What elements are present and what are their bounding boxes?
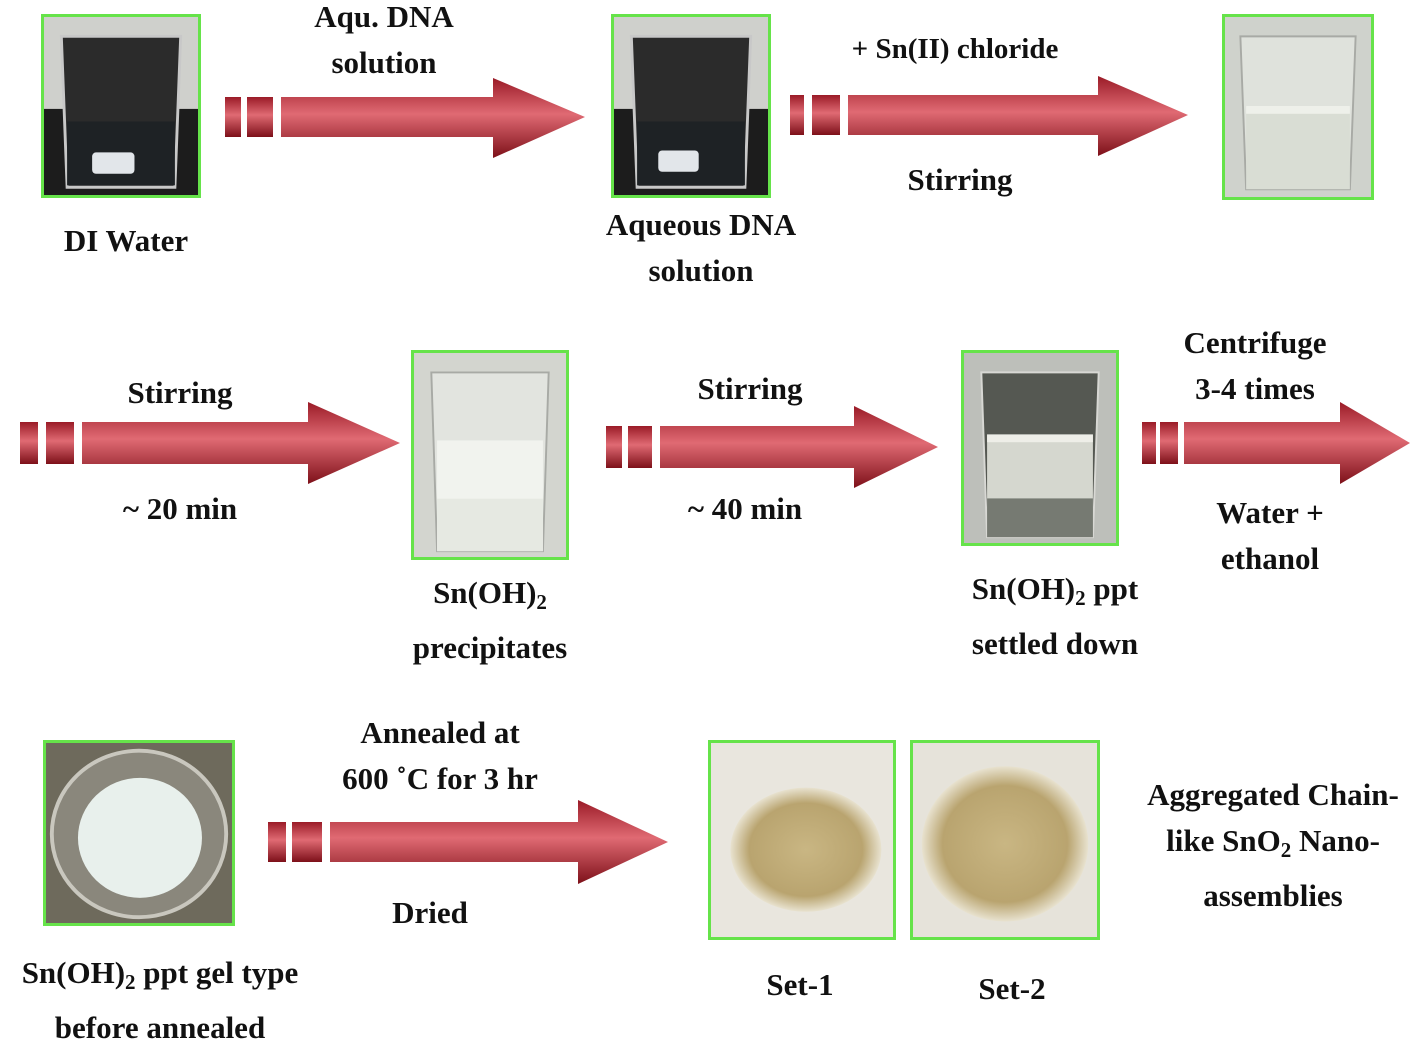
precipitates-label: Sn(OH)2 precipitates [412, 575, 568, 665]
set1-label: Set-1 [766, 967, 834, 1002]
arrow4-top-label: Stirring [697, 371, 803, 406]
process-arrow-6 [268, 800, 668, 884]
di-water-beaker-photo [41, 14, 201, 198]
gel-petri-dish-photo [43, 740, 235, 926]
arrow2-bottom-label: Stirring [907, 162, 1013, 197]
settled-down-label: Sn(OH)2 ppt settled down [971, 571, 1139, 661]
process-arrow-1 [225, 78, 585, 158]
precipitates-beaker-photo [411, 350, 569, 560]
aqueous-dna-beaker-photo [611, 14, 771, 198]
arrow5-bottom-label: Water +ethanol [1216, 495, 1324, 576]
arrow3-bottom-label: ~ 20 min [122, 491, 238, 526]
process-arrow-2 [790, 76, 1188, 156]
process-arrow-4 [606, 406, 938, 488]
arrow4-bottom-label: ~ 40 min [687, 491, 803, 526]
set2-powder-photo [910, 740, 1100, 940]
process-arrow-5 [1142, 402, 1410, 484]
di-water-label: DI Water [63, 223, 189, 258]
set1-powder-photo [708, 740, 896, 940]
arrow6-bottom-label: Dried [392, 895, 468, 930]
result-label: Aggregated Chain- like SnO2 Nano- assemb… [1147, 777, 1399, 913]
arrow2-top-label: + Sn(II) chloride [851, 33, 1059, 65]
arrow3-top-label: Stirring [127, 375, 233, 410]
process-arrow-3 [20, 402, 400, 484]
settled-ppt-beaker-photo [961, 350, 1119, 546]
stirred-solution-beaker-photo [1222, 14, 1374, 200]
set2-label: Set-2 [978, 971, 1046, 1006]
